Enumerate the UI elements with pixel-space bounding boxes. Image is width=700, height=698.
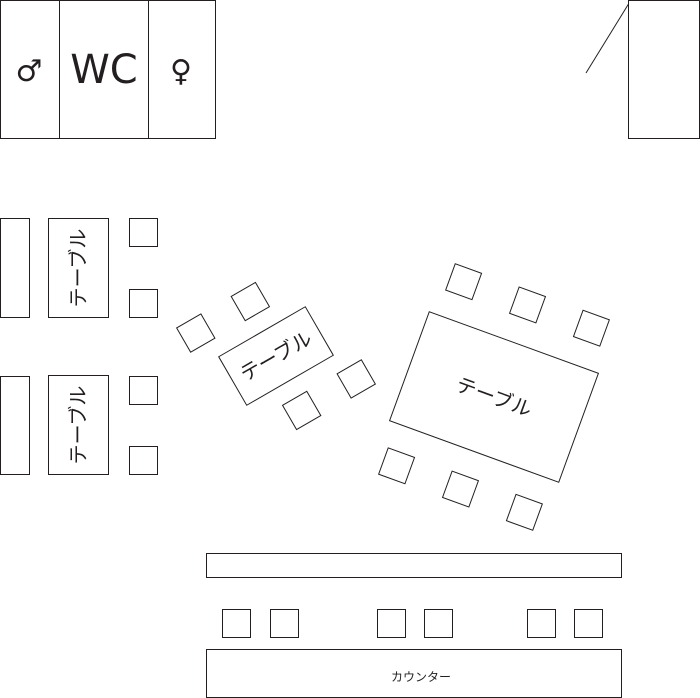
table-left-bottom [48, 375, 109, 475]
bench-top [0, 218, 30, 318]
chair [441, 470, 480, 508]
stool [377, 609, 406, 638]
chair [175, 313, 216, 353]
entrance-door [585, 0, 700, 139]
chair [230, 281, 271, 322]
stool [270, 609, 299, 638]
right-table-group: テーブル [377, 263, 611, 531]
door-frame [628, 0, 700, 139]
stool [527, 609, 556, 638]
chair [445, 263, 483, 301]
counter-label: カウンター [391, 670, 451, 684]
stool [424, 609, 453, 638]
counter [206, 649, 622, 698]
table-right [388, 311, 600, 483]
restroom-female [148, 0, 216, 139]
restroom-wc [59, 0, 149, 139]
table-center [218, 306, 334, 406]
stool [222, 609, 251, 638]
restroom-block: ♂ WC ♀ [0, 0, 216, 139]
female-icon: ♀ [170, 54, 192, 89]
bench-bottom [0, 376, 30, 475]
counter-shelf [206, 553, 622, 578]
chair [336, 359, 377, 399]
counter-area: カウンター [206, 553, 622, 698]
chair [129, 289, 158, 318]
wc-label: WC [70, 47, 137, 93]
chair [377, 447, 416, 485]
male-icon: ♂ [16, 54, 43, 89]
table-left-top-label: テーブル [66, 229, 90, 308]
chair [508, 286, 547, 324]
chair [129, 376, 158, 405]
chair [281, 390, 322, 431]
table-left-top [48, 218, 109, 318]
chair [505, 493, 543, 531]
center-table-group: テーブル [175, 281, 377, 431]
stool [574, 609, 603, 638]
door-swing-line [585, 3, 629, 74]
restroom-male [0, 0, 60, 139]
chair [129, 446, 158, 475]
chair [572, 309, 611, 347]
chair [129, 218, 158, 247]
table-left-bottom-label: テーブル [66, 386, 90, 465]
left-seating: テーブル テーブル [0, 218, 158, 475]
